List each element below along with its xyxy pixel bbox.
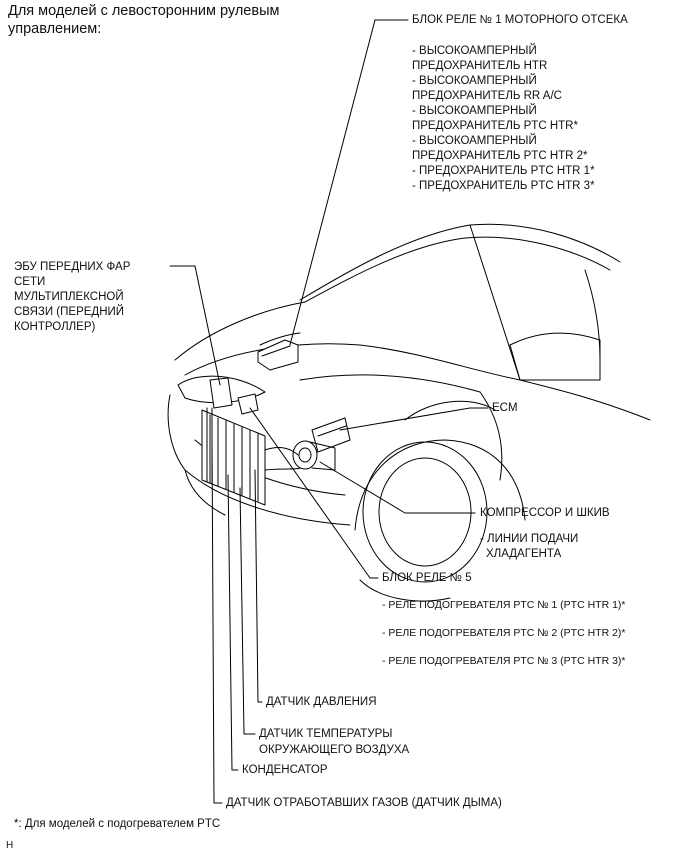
- condenser-label: КОНДЕНСАТОР: [242, 764, 328, 776]
- ambient-sensor-label-1: ДАТЧИК ТЕМПЕРАТУРЫ: [259, 728, 393, 740]
- relay-block-1-items: - ВЫСОКОАМПЕРНЫЙ ПРЕДОХРАНИТЕЛЬ HTR - ВЫ…: [412, 44, 595, 194]
- headlight-ecu-label: ЭБУ ПЕРЕДНИХ ФАР СЕТИ МУЛЬТИПЛЕКСНОЙ СВЯ…: [14, 260, 130, 335]
- relay-block-1-item: - ПРЕДОХРАНИТЕЛЬ PTC HTR 1*: [412, 165, 595, 177]
- ambient-sensor-label-2: ОКРУЖАЮЩЕГО ВОЗДУХА: [259, 744, 410, 756]
- relay-block-1-item: ПРЕДОХРАНИТЕЛЬ RR A/C: [412, 90, 562, 102]
- relay-block-5-item: - РЕЛЕ ПОДОГРЕВАТЕЛЯ PTC № 1 (PTC HTR 1)…: [382, 599, 626, 611]
- relay-block-1-item: ПРЕДОХРАНИТЕЛЬ HTR: [412, 60, 548, 72]
- ecm-label: ECM: [492, 402, 518, 414]
- relay-block-1-item: ПРЕДОХРАНИТЕЛЬ PTC HTR 2*: [412, 150, 588, 162]
- relay-block-1-item: - ПРЕДОХРАНИТЕЛЬ PTC HTR 3*: [412, 180, 595, 192]
- diagram-title-line-1: Для моделей с левосторонним рулевым: [8, 3, 280, 19]
- headlight-ecu-line: КОНТРОЛЛЕР): [14, 321, 96, 333]
- diagram-title-line-2: управлением:: [8, 21, 102, 37]
- refrigerant-lines-label-2: ХЛАДАГЕНТА: [486, 548, 562, 560]
- headlight-ecu-line: СВЯЗИ (ПЕРЕДНИЙ: [14, 306, 125, 318]
- pressure-sensor-label: ДАТЧИК ДАВЛЕНИЯ: [266, 696, 377, 708]
- refrigerant-lines-label-1: - ЛИНИИ ПОДАЧИ: [480, 533, 579, 545]
- relay-block-1-label: БЛОК РЕЛЕ № 1 МОТОРНОГО ОТСЕКА: [412, 14, 628, 26]
- headlight-ecu-line: МУЛЬТИПЛЕКСНОЙ: [14, 291, 124, 303]
- relay-block-1-item: - ВЫСОКОАМПЕРНЫЙ: [412, 45, 537, 57]
- relay-block-5-item: - РЕЛЕ ПОДОГРЕВАТЕЛЯ PTC № 3 (PTC HTR 3)…: [382, 655, 626, 667]
- footnote: *: Для моделей с подогревателем PTC: [14, 818, 221, 830]
- relay-block-1-item: ПРЕДОХРАНИТЕЛЬ PTC HTR*: [412, 120, 578, 132]
- corner-mark: H: [6, 840, 14, 851]
- relay-block-1-item: - ВЫСОКОАМПЕРНЫЙ: [412, 105, 537, 117]
- relay-block-5-item: - РЕЛЕ ПОДОГРЕВАТЕЛЯ PTC № 2 (PTC HTR 2)…: [382, 627, 626, 639]
- headlight-ecu-line: СЕТИ: [14, 276, 46, 288]
- exhaust-sensor-label: ДАТЧИК ОТРАБОТАВШИХ ГАЗОВ (ДАТЧИК ДЫМА): [226, 797, 502, 809]
- headlight-ecu-line: ЭБУ ПЕРЕДНИХ ФАР: [14, 261, 131, 273]
- relay-block-1-item: - ВЫСОКОАМПЕРНЫЙ: [412, 135, 537, 147]
- relay-block-1-item: - ВЫСОКОАМПЕРНЫЙ: [412, 75, 537, 87]
- compressor-label: КОМПРЕССОР И ШКИВ: [480, 507, 610, 519]
- relay-block-5-label: БЛОК РЕЛЕ № 5: [382, 572, 472, 584]
